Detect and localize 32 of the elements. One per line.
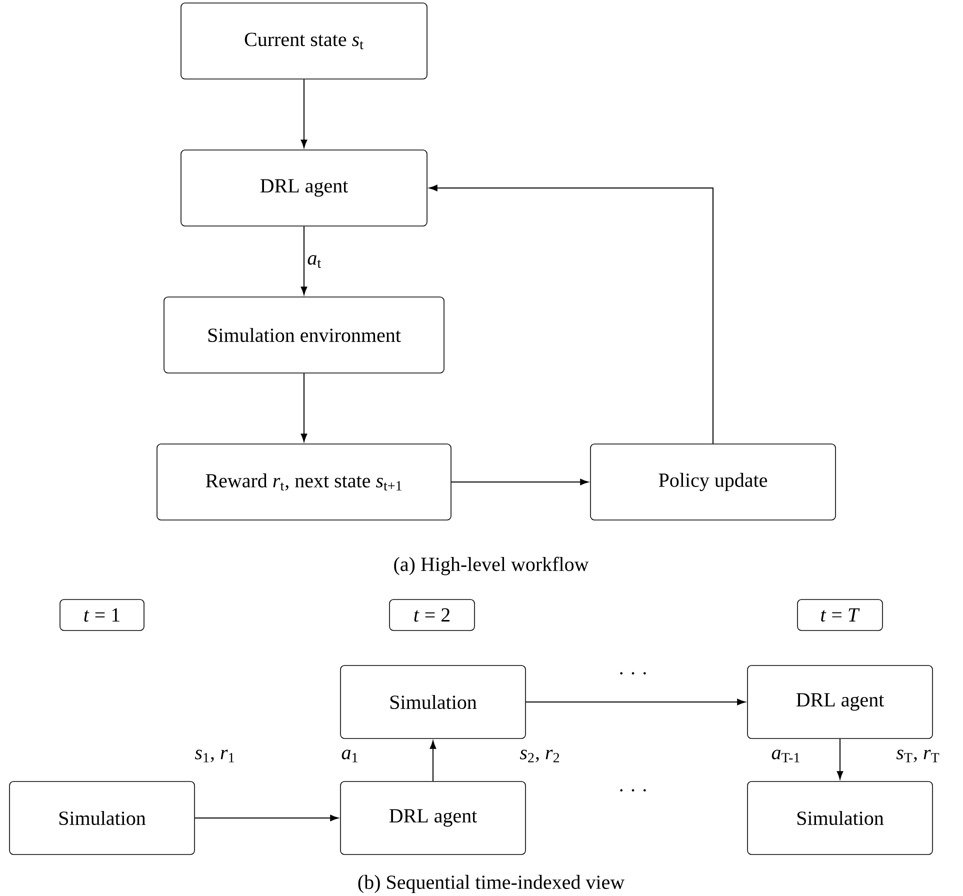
- arrow: [300, 78, 308, 148]
- variable-label: a$_{1}$: [342, 750, 358, 762]
- process-box: Policy update: [590, 444, 836, 520]
- edge-label: a$_{t}$: [308, 255, 322, 268]
- arrow: [194, 814, 338, 822]
- ellipsis: · · ·: [620, 789, 646, 792]
- arrow: [300, 372, 308, 442]
- arrow: [300, 226, 308, 295]
- arrow: [836, 738, 844, 780]
- arrow: [430, 740, 436, 782]
- arrow: [429, 184, 714, 444]
- time-step-box: t = T: [797, 599, 883, 631]
- process-box: DRL agent: [180, 150, 428, 226]
- process-box: Simulation: [340, 665, 526, 739]
- variable-label: s$_{T}$, r$_{T}$: [896, 750, 940, 762]
- process-box: Simulation environment: [164, 296, 444, 374]
- process-box: Current state s$_{t}$: [180, 2, 428, 80]
- arrow: [450, 478, 588, 486]
- arrow: [525, 698, 746, 706]
- time-step-box: t = 2: [389, 599, 475, 631]
- caption: (a) High-level workflow: [394, 556, 589, 576]
- process-box: Simulation: [747, 781, 933, 855]
- variable-label: s$_{1}$, r$_{1}$: [194, 750, 234, 762]
- process-box: Simulation: [9, 781, 195, 855]
- process-box: DRL agent: [747, 665, 933, 739]
- variable-label: s$_{2}$, r$_{2}$: [520, 750, 560, 762]
- ellipsis: · · ·: [620, 672, 646, 674]
- variable-label: a$_{T-1}$: [772, 750, 800, 762]
- process-box: DRL agent: [340, 781, 526, 855]
- process-box: Reward r$_{t}$, next state s$_{t+1}$: [156, 444, 452, 520]
- caption: (b) Sequential time-indexed view: [358, 874, 625, 894]
- time-step-box: t = 1: [60, 599, 144, 631]
